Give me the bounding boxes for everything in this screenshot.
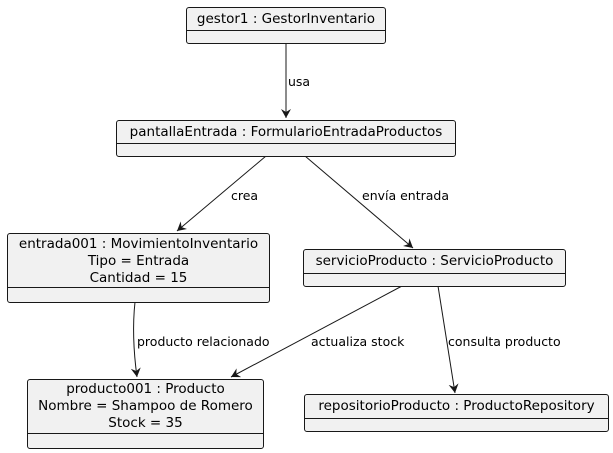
- label-actualiza-stock: actualiza stock: [311, 334, 405, 349]
- object-title: servicioProducto : ServicioProducto: [315, 253, 554, 269]
- link-actualiza-stock: [230, 285, 403, 378]
- object-pantalla-entrada: pantallaEntrada : FormularioEntradaProdu…: [116, 120, 456, 157]
- object-title: gestor1 : GestorInventario: [196, 11, 376, 27]
- divider: [304, 273, 565, 274]
- link-consulta-producto: [437, 285, 459, 394]
- divider: [28, 433, 263, 434]
- link-envia-entrada: [304, 155, 414, 249]
- label-envia-entrada: envía entrada: [362, 188, 450, 203]
- object-entrada001: entrada001 : MovimientoInventario Tipo =…: [7, 233, 270, 303]
- link-producto-relacionado: [130, 301, 141, 378]
- object-title: producto001 : Producto Nombre = Shampoo …: [28, 380, 263, 432]
- label-crea: crea: [231, 188, 259, 203]
- attribute-tipo: Tipo = Entrada: [87, 253, 190, 269]
- object-gestor1: gestor1 : GestorInventario: [186, 7, 386, 44]
- object-title-text: producto001 : Producto: [66, 381, 225, 397]
- object-servicio-producto: servicioProducto : ServicioProducto: [303, 249, 566, 287]
- object-title: entrada001 : MovimientoInventario Tipo =…: [8, 234, 269, 287]
- link-crea: [176, 155, 267, 232]
- attribute-nombre: Nombre = Shampoo de Romero: [38, 398, 253, 414]
- object-title-text: entrada001 : MovimientoInventario: [18, 236, 259, 252]
- object-repositorio-producto: repositorioProducto : ProductoRepository: [304, 394, 609, 432]
- object-title: pantallaEntrada : FormularioEntradaProdu…: [129, 124, 443, 140]
- object-title: repositorioProducto : ProductoRepository: [318, 398, 595, 414]
- label-usa: usa: [288, 74, 311, 89]
- attribute-cantidad: Cantidad = 15: [89, 270, 188, 286]
- object-producto001: producto001 : Producto Nombre = Shampoo …: [27, 379, 264, 449]
- divider: [187, 30, 385, 31]
- divider: [305, 418, 608, 419]
- divider: [8, 287, 269, 288]
- divider: [117, 143, 455, 144]
- label-consulta-producto: consulta producto: [448, 334, 561, 349]
- attribute-stock: Stock = 35: [108, 415, 183, 431]
- label-producto-relacionado: producto relacionado: [137, 334, 270, 349]
